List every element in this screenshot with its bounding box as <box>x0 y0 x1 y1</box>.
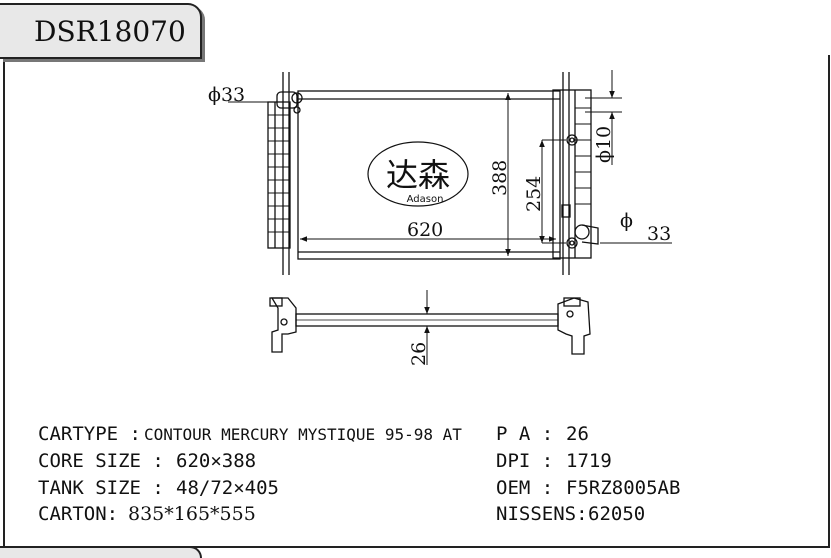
tank-size-value: 48/72×405 <box>176 477 279 499</box>
inlet-diameter-label: ϕ33 <box>208 84 245 106</box>
radiator-top-view <box>269 297 591 355</box>
cartype-label: CARTYPE : <box>38 423 141 445</box>
core-outline <box>297 90 561 260</box>
logo-english: Adason <box>407 194 444 205</box>
sheet-frame <box>3 55 830 548</box>
outlet-phi-label: ϕ <box>620 210 633 232</box>
core-size-value: 620×388 <box>176 450 257 472</box>
core-size-label: CORE SIZE : <box>38 450 164 472</box>
dimension-lines <box>228 70 672 256</box>
cartype-value: CONTOUR MERCURY MYSTIQUE 95-98 AT <box>144 425 462 444</box>
carton-value: 835*165*555 <box>128 503 256 525</box>
width-label: 620 <box>407 219 443 241</box>
carton-label: CARTON: <box>38 503 119 525</box>
tank-size-label: TANK SIZE : <box>38 477 164 499</box>
pa-value: 26 <box>566 423 589 445</box>
core-label: 254 <box>523 176 545 212</box>
dpi-label: DPI : <box>496 450 554 472</box>
adason-logo: 达森 Adason <box>367 141 469 207</box>
left-tank <box>267 72 303 275</box>
outlet-diameter-label: 33 <box>647 223 671 245</box>
logo-chinese: 达森 <box>386 156 450 194</box>
radiator-front-view <box>267 72 599 275</box>
part-code-tab: DSR18070 <box>0 3 202 59</box>
nissens-value: 62050 <box>588 503 646 525</box>
nissens-label: NISSENS: <box>496 503 588 525</box>
thickness-label: 26 <box>408 342 430 366</box>
height-label: 388 <box>489 160 511 196</box>
oem-label: OEM : <box>496 477 554 499</box>
oem-value: F5RZ8005AB <box>566 477 681 499</box>
part-code: DSR18070 <box>34 15 186 48</box>
dpi-value: 1719 <box>566 450 612 472</box>
pa-label: P A : <box>496 423 554 445</box>
right-tank <box>552 72 599 275</box>
small-pipe-label: ϕ10 <box>593 126 615 163</box>
